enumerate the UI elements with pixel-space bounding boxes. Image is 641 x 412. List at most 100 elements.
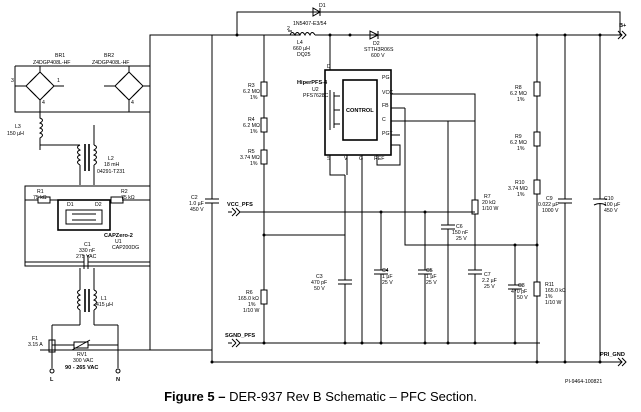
r3-tol: 1% (250, 95, 258, 101)
c1-value: 330 nF (79, 248, 95, 254)
d2-ref: D2 (373, 41, 380, 47)
r9-ref: R9 (515, 134, 522, 140)
c5-rating: 25 V (426, 280, 437, 286)
net-bplus: B+ (619, 23, 627, 29)
terminal-l-label: L (50, 377, 54, 383)
ic-u2 (324, 69, 392, 156)
u2-pin-v: V (344, 156, 348, 162)
inductor-l4 (289, 32, 316, 37)
capacitor-c4 (374, 212, 388, 343)
r1-ref: R1 (37, 189, 44, 195)
c7-ref: C7 (484, 272, 491, 278)
resistor-r4 (260, 117, 268, 133)
inductor-l1 (77, 289, 97, 312)
pin-br2-4: 4 (131, 100, 134, 106)
capacitor-c8 (508, 245, 522, 343)
d1-part: 1N5407-E3/54 (293, 21, 327, 27)
c4-value: 1 µF (382, 274, 392, 280)
u1-pin-d2: D2 (95, 202, 102, 208)
c10-ref: C10 (604, 196, 614, 202)
u1-ref: U1 (115, 239, 122, 245)
r4-tol: 1% (250, 129, 258, 135)
l1-value: 415 µH (96, 302, 113, 308)
capacitor-c5 (418, 212, 432, 343)
capacitor-c1 (25, 255, 150, 269)
diode-d1 (312, 7, 322, 17)
terminal-n[interactable] (115, 368, 121, 374)
f1-value: 3.15 A (28, 342, 43, 348)
u2-part: PFS7628C (303, 93, 329, 99)
fuse-f1 (48, 339, 56, 353)
terminal-l[interactable] (49, 368, 55, 374)
r11-ref: R11 (545, 282, 554, 288)
d2-rating: 600 V (371, 53, 385, 59)
r11-tol: 1% (545, 294, 553, 300)
ic-u1 (57, 199, 111, 231)
br2-value: Z4DGP408L-HF (92, 60, 129, 66)
r7-power: 1/10 W (482, 206, 499, 212)
figure-caption-prefix: Figure 5 – (164, 389, 226, 404)
br2-ref: BR2 (104, 53, 114, 59)
c4-rating: 25 V (382, 280, 393, 286)
r5-tol: 1% (250, 161, 258, 167)
c6-ref: C6 (456, 224, 463, 230)
u2-ref: U2 (312, 87, 319, 93)
figure-caption: Figure 5 – DER-937 Rev B Schematic – PFC… (0, 389, 641, 404)
capacitor-c10 (593, 35, 607, 362)
c6-rating: 25 V (456, 236, 467, 242)
r3-ref: R3 (248, 83, 255, 89)
resistor-r10 (533, 179, 541, 195)
u1-name: CAPZero-2 (104, 233, 133, 239)
net-sgnd-pfs: SGND_PFS (225, 333, 255, 339)
net-vcc-pfs: VCC_PFS (227, 202, 253, 208)
c3-rating: 50 V (314, 286, 325, 292)
bridge-br2 (114, 71, 144, 101)
r4-ref: R4 (248, 117, 255, 123)
c1-ref: C1 (84, 242, 91, 248)
r6-ref: R6 (246, 290, 253, 296)
l4-part: DQ25 (297, 52, 311, 58)
capacitor-c9 (558, 35, 572, 362)
figure-caption-text: DER-937 Rev B Schematic – PFC Section. (229, 389, 477, 404)
r11-power: 1/10 W (545, 300, 562, 306)
c9-value: 0.022 µF (538, 202, 559, 208)
l4-ref: L4 (297, 40, 303, 46)
r6-value: 165.0 kΩ (238, 296, 259, 302)
u2-pin-s: S (327, 156, 331, 162)
r6-power: 1/10 W (243, 308, 260, 314)
l3-ref: L3 (15, 124, 21, 130)
r11-value: 165.0 kΩ (545, 288, 566, 294)
c10-rating: 450 V (604, 208, 618, 214)
br1-ref: BR1 (55, 53, 65, 59)
u2-pin-fb: FB (382, 103, 389, 109)
resistor-r9 (533, 131, 541, 147)
r8-ref: R8 (515, 85, 522, 91)
c9-rating: 1000 V (542, 208, 559, 214)
capacitor-c7 (468, 214, 482, 343)
f1-ref: F1 (32, 336, 38, 342)
r3-value: 6.2 MΩ (243, 89, 260, 95)
drawing-number: PI-9464-100821 (565, 379, 602, 385)
c6-value: 150 nF (452, 230, 468, 236)
c10-value: 100 µF (604, 202, 620, 208)
pin-br1-1: 1 (57, 78, 60, 84)
rv1-value: 300 VAC (73, 358, 94, 364)
capacitor-c6 (441, 121, 455, 343)
net-pri-gnd: PRI_GND (600, 352, 625, 358)
u2-pin-c: C (382, 117, 386, 123)
c3-value: 470 pF (311, 280, 327, 286)
u2-pin-d: D (327, 64, 331, 70)
c3-ref: C3 (316, 274, 323, 280)
resistor-r5 (260, 149, 268, 165)
rv1-ref: RV1 (77, 352, 87, 358)
r2-ref: R2 (121, 189, 128, 195)
resistor-r3 (260, 81, 268, 97)
r10-tol: 1% (517, 192, 525, 198)
c7-value: 2.2 µF (482, 278, 497, 284)
l4-value: 660 µH (293, 46, 310, 52)
l2-value: 18 mH (104, 162, 120, 168)
terminal-n-label: N (116, 377, 120, 383)
c4-ref: C4 (382, 268, 389, 274)
r7-value: 20 kΩ (482, 200, 496, 206)
u2-pin-ref: REF (374, 156, 384, 162)
